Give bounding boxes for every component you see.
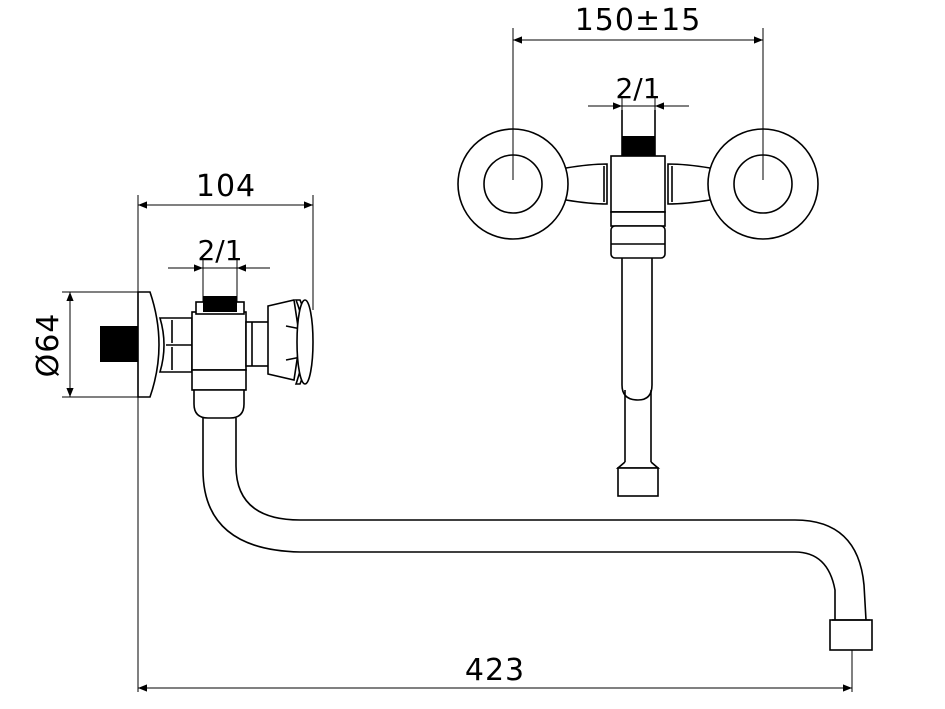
dim-label-diameter: Ø64 bbox=[31, 313, 66, 378]
dim-label-423: 423 bbox=[465, 653, 525, 688]
left-handle-outer bbox=[457, 128, 569, 240]
dim-label-150: 150±15 bbox=[575, 3, 702, 38]
right-handle-outer bbox=[707, 128, 819, 240]
side-view: 104 2/1 Ø64 bbox=[31, 169, 873, 692]
right-handle-inner bbox=[733, 154, 793, 214]
wall-thread bbox=[100, 326, 138, 362]
thread-stub-front bbox=[622, 136, 655, 156]
left-handle-inner bbox=[483, 154, 543, 214]
dim-label-thread-front: 2/1 bbox=[615, 72, 660, 105]
front-view: 150±15 2/1 bbox=[457, 3, 819, 497]
dim-label-104: 104 bbox=[196, 169, 256, 204]
dim-label-thread-side: 2/1 bbox=[197, 234, 242, 267]
